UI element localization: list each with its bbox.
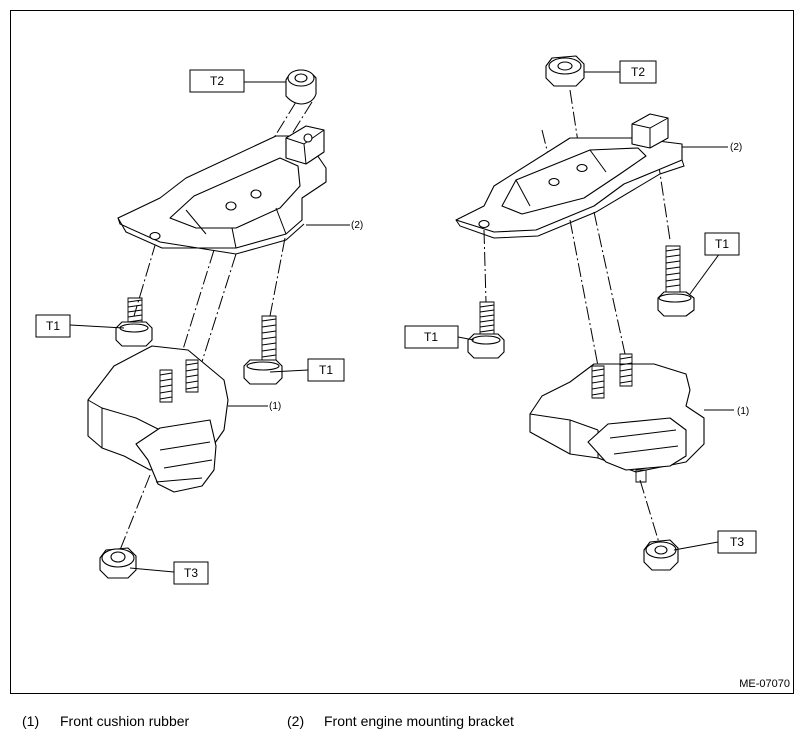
right-cushion-rubber: [529, 353, 705, 483]
right-bolt-centerline-2: [657, 159, 671, 241]
left-t2-nut: [285, 69, 317, 105]
left-t1-bolt-b: [243, 315, 283, 385]
legend-item-1: (1): [22, 713, 39, 729]
right-bolt-centerline: [483, 229, 487, 303]
right-t2-label: T2: [631, 65, 645, 79]
right-t3-label: T3: [730, 535, 744, 549]
right-t1-bolt-b: [657, 245, 695, 317]
left-part-ref-1: (1): [269, 401, 281, 412]
left-t3-label-box: [173, 561, 209, 585]
legend-number-1: (1): [22, 713, 40, 729]
right-t3-label-box: [717, 530, 757, 554]
legend-item-2: (2): [287, 713, 304, 729]
left-t3-label: T3: [184, 566, 198, 580]
right-t1-label-a: T1: [424, 330, 438, 344]
left-t1-label-box-a: [35, 314, 71, 338]
legend-number-2: (2): [287, 713, 305, 729]
right-assembly: T2 T1 T1 T3 (2) (1): [404, 55, 757, 571]
legend-text-1: Front cushion rubber: [60, 713, 190, 729]
right-nut-bottom-centerline: [639, 479, 661, 547]
left-bolt-centerline-2: [269, 237, 286, 317]
left-t3-nut: [99, 547, 137, 579]
right-stud-centerline: [569, 219, 599, 367]
right-t3-nut: [643, 539, 679, 571]
engine-mount-diagram: T2 T1 T1 T3 (2) (1): [35, 55, 757, 585]
left-t2-label-box: [189, 69, 245, 93]
left-part-ref-2: (2): [351, 220, 363, 231]
right-part-ref-1: (1): [737, 406, 749, 417]
right-mounting-bracket: [455, 113, 685, 239]
right-t1-label-box-b: [704, 232, 740, 256]
right-t1-label-box-a: [404, 325, 459, 349]
figure-code: ME-07070: [739, 678, 790, 690]
right-t2-label-box: [619, 60, 657, 84]
right-t1-bolt-a: [467, 301, 505, 359]
left-nut-bottom-centerline: [119, 474, 151, 551]
left-assembly: T2 T1 T1 T3 (2) (1): [35, 69, 363, 585]
left-t1-bolt-a: [115, 297, 153, 347]
left-t1-label-b: T1: [319, 363, 333, 377]
legend-text-2-wrap: Front engine mounting bracket: [324, 713, 514, 729]
left-t1-label-box-b: [307, 358, 345, 382]
right-t2-nut: [545, 55, 585, 87]
left-bolt-centerline: [133, 241, 157, 317]
left-mounting-bracket: [117, 125, 327, 255]
right-nut-centerline: [569, 89, 583, 169]
left-cushion-rubber: [87, 345, 229, 493]
right-part-ref-2: (2): [730, 142, 742, 153]
left-stud-centerline-2: [199, 253, 237, 369]
diagram-frame: [10, 10, 794, 694]
left-t2-label: T2: [210, 74, 224, 88]
legend-text-1-wrap: Front cushion rubber: [60, 713, 189, 729]
right-stud-centerline-2: [593, 211, 626, 355]
right-t1-label-b: T1: [715, 237, 729, 251]
left-t1-label-a: T1: [46, 319, 60, 333]
legend-text-2: Front engine mounting bracket: [324, 713, 514, 729]
